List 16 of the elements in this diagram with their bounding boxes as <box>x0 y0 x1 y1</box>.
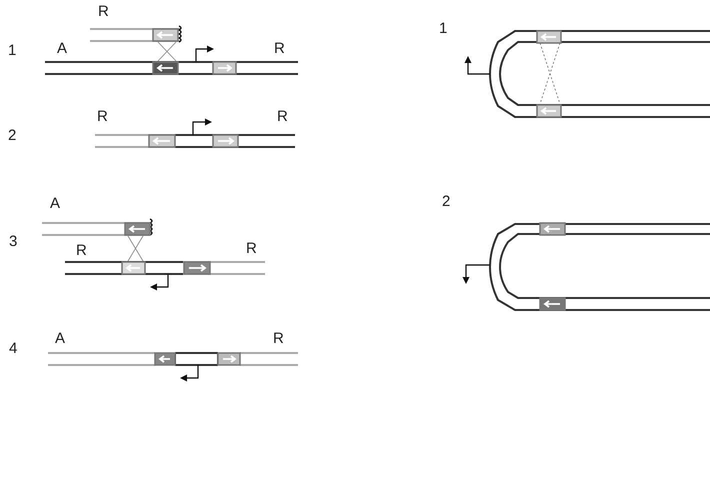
panel-label: 1 <box>439 21 448 36</box>
panel-label: R <box>97 109 108 124</box>
panel-label: A <box>57 41 68 56</box>
panel-label: A <box>50 196 60 211</box>
panel-label: R <box>246 241 257 256</box>
panel-label: 2 <box>8 128 16 143</box>
panel-label: 3 <box>9 234 18 249</box>
panel-label: R <box>273 331 284 346</box>
panel-label: R <box>76 243 87 258</box>
panel-label: R <box>98 4 109 19</box>
panel-label: A <box>55 331 66 346</box>
panel-label: 1 <box>8 43 16 58</box>
panel-label: R <box>277 109 288 124</box>
panel-label: R <box>274 41 285 56</box>
panel-label: 2 <box>442 194 450 209</box>
panel-label: 4 <box>9 341 18 356</box>
